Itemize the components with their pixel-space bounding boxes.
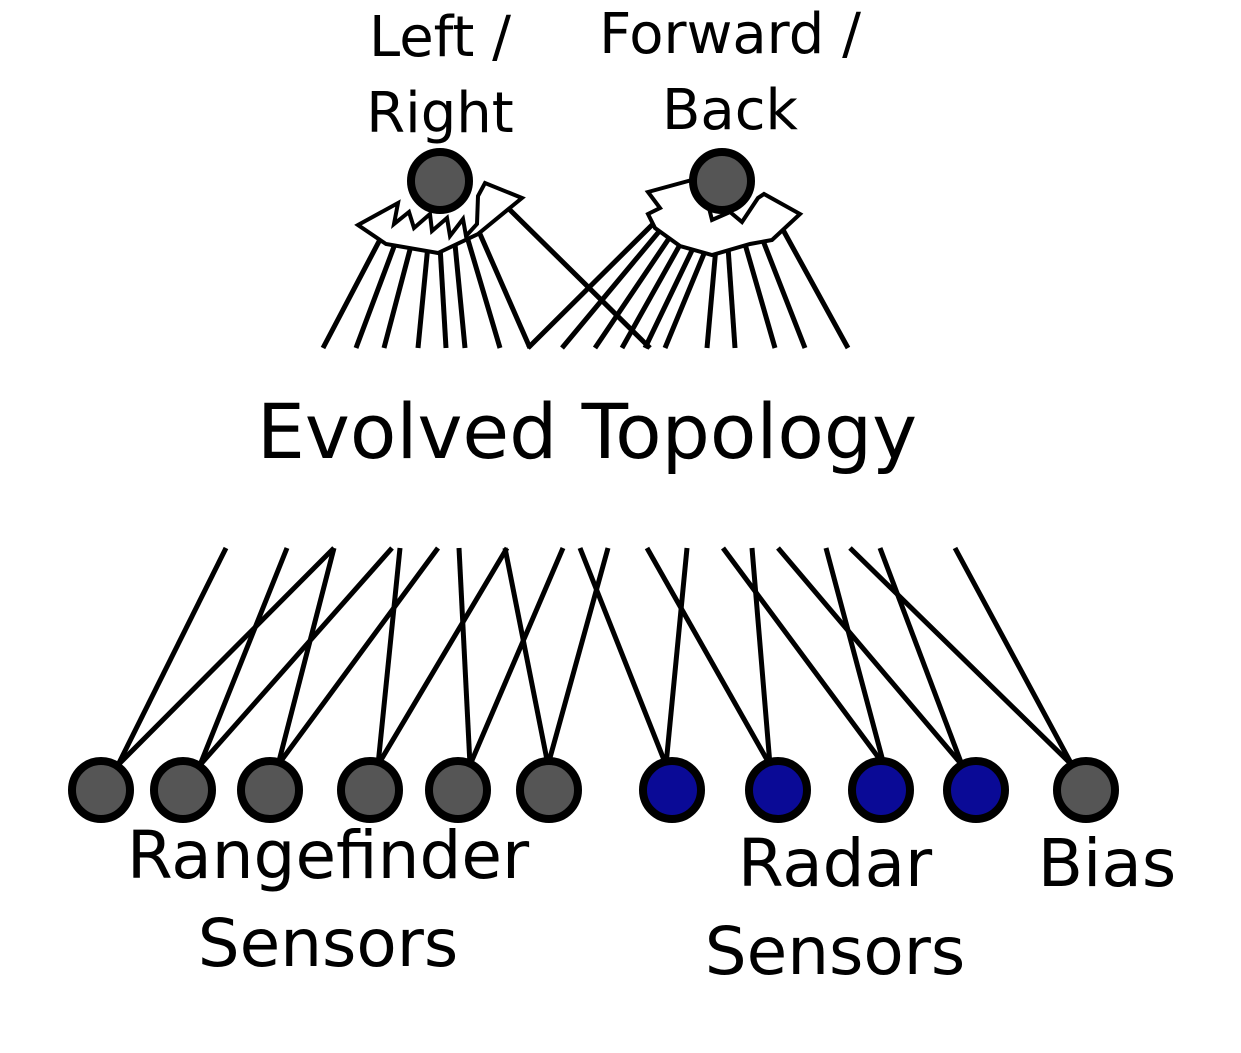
rangefinder-sensor-node [516,757,582,823]
input-connections [115,546,1075,767]
radar-sensors-label-line1: Radar [738,825,933,902]
rangefinder-sensor-node [237,757,303,823]
input-nodes [68,757,1119,823]
output-node-forward-back [689,148,755,214]
output-label-forward-back-line2: Back [662,78,799,143]
radar-sensor-node [639,757,705,823]
radar-sensors-label-line2: Sensors [705,913,966,990]
output-nodes [407,148,755,214]
radar-sensor-node [848,757,914,823]
arrowheads [354,177,804,258]
output-label-left-right-line2: Right [366,81,513,146]
rangefinder-sensor-node [150,757,216,823]
output-node-left-right [407,148,473,214]
rangefinder-sensors-label-line1: Rangefinder [127,817,530,894]
output-label-forward-back-line1: Forward / [599,2,861,67]
rangefinder-sensor-node [425,757,491,823]
bias-sensor-node [1053,757,1119,823]
output-connections [320,203,851,350]
rangefinder-sensors-label-line2: Sensors [198,905,459,982]
bias-label: Bias [1038,825,1176,902]
radar-sensor-node [745,757,811,823]
output-label-left-right-line1: Left / [369,5,511,70]
rangefinder-sensor-node [68,757,134,823]
evolved-topology-label: Evolved Topology [257,387,917,476]
radar-sensor-node [943,757,1009,823]
rangefinder-sensor-node [337,757,403,823]
